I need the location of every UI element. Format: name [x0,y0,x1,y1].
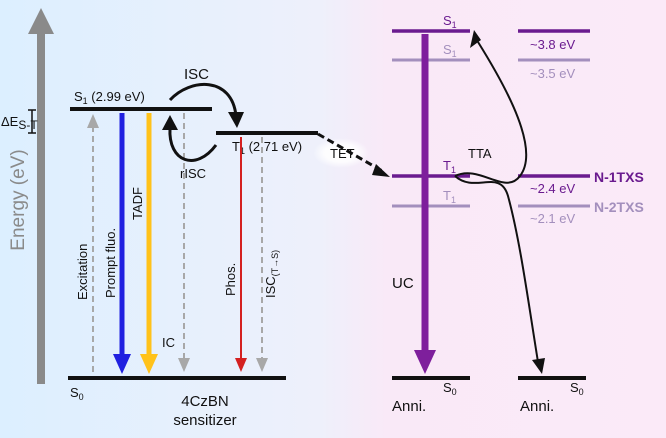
sensitizer-s1-label: S1 (2.99 eV) [74,89,145,106]
energy-axis-label: Energy (eV) [8,149,29,250]
tta-down-arrow [454,175,539,363]
risc-arrow [168,127,218,162]
anni1-s1-n1-label: S1 [443,13,457,30]
n2-name: N-2TXS [594,199,644,215]
isc-arrowhead [228,112,244,128]
tta-label: TTA [468,146,492,161]
annihilator-uc-levels: S0 Anni. S1 S1 T1 T1 [392,13,470,415]
anni1-t1-n1-label: T1 [443,158,456,175]
tet-arrow [317,132,385,174]
tta-up-arrow [454,41,528,184]
tta-up-arrowhead [470,30,481,48]
tet-label: TET [330,146,355,161]
anni1-s0-label: S0 [443,380,457,397]
sensitizer-s0-label: S0 [70,385,84,402]
n2-t1-energy: ~2.1 eV [530,211,576,226]
n1-t1-energy: ~2.4 eV [530,181,576,196]
isc-label: ISC [184,66,209,83]
tet-glow [313,138,369,168]
risc-label: rISC [180,166,206,181]
ic-arrowhead [178,358,190,372]
tta-arrows [454,30,545,374]
tadf-label: TADF [130,187,145,220]
anni2-label: Anni. [520,398,554,415]
sensitizer-t1-label: T1 (2.71 eV) [232,139,302,156]
risc-arrowhead [162,115,178,130]
tet-arrowhead [372,164,390,177]
prompt-fluorescence-arrowhead [113,354,131,374]
ic-label: IC [162,335,175,350]
anni2-s0-label: S0 [570,380,584,397]
phosphorescence-arrowhead [235,358,247,372]
n1-name: N-1TXS [594,169,644,185]
n1-s1-energy: ~3.8 eV [530,37,576,52]
sensitizer-name: 4CzBN [181,393,229,410]
n2-s1-energy: ~3.5 eV [530,66,576,81]
delta-est-label: ΔES-T [1,114,38,132]
isc-arrow [168,82,238,117]
excitation-arrowhead [87,114,99,128]
annihilator-levels-col2: S0 Anni. ~3.8 eV ~3.5 eV ~2.4 eV ~2.1 eV [518,29,590,415]
energy-axis: Energy (eV) [8,8,54,384]
isc-ts-label: ISC(T→S) [263,250,280,298]
isc-risc-loop [162,82,244,162]
anni1-label: Anni. [392,398,426,415]
phosphorescence-label: Phos. [223,263,238,296]
anni1-s1-n2-label: S1 [443,42,457,59]
sensitizer-transitions [87,113,268,374]
sensitizer-role: sensitizer [173,412,236,429]
delta-est-bracket [28,109,36,134]
uc-arrowhead [414,350,436,374]
sensitizer-levels: S0 4CzBN sensitizer S1 (2.99 eV) T1 (2.7… [1,89,318,429]
anni1-t1-n2-label: T1 [443,188,456,205]
tta-down-arrowhead [532,358,545,374]
tet-transfer [313,132,390,177]
tadf-arrowhead [140,354,158,374]
uc-label: UC [392,275,414,292]
excitation-label: Excitation [75,244,90,300]
prompt-fluorescence-label: Prompt fluo. [103,228,118,298]
isc-ts-arrowhead [256,358,268,372]
